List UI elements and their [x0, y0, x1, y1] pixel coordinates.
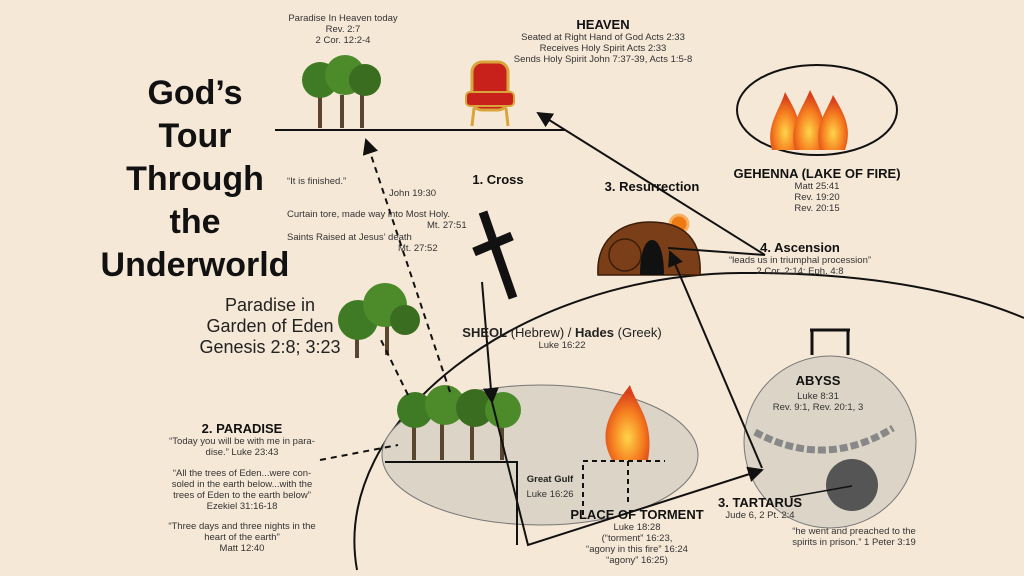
cross-descent-arrow	[481, 281, 499, 404]
pit-circle	[826, 459, 878, 511]
text-line: “agony in this fire” 16:24	[586, 543, 688, 555]
text-line: “agony” 16:25)	[606, 554, 668, 566]
cross-icon	[472, 210, 518, 300]
hades-word: Hades	[575, 325, 615, 340]
text-line: Paradise In Heaven today	[288, 13, 398, 24]
text-line: Luke 18:28	[613, 521, 661, 533]
text-line: Genesis 2:8; 3:23	[199, 337, 341, 357]
page-title: God’s Tour Through the Underworld	[101, 72, 290, 287]
title-line: Tour	[158, 117, 232, 155]
text-line: (“torment” 16:23,	[601, 532, 673, 544]
sheol-title: SHEOL (Hebrew) / Hades (Greek)	[462, 325, 662, 341]
tartarus-pointer	[789, 485, 853, 498]
descent-path	[491, 401, 764, 547]
ascension-text: 4. Ascension “leads us in triumphal proc…	[728, 240, 872, 278]
text-line: 2 Cor. 2:14; Eph. 4:8	[756, 265, 844, 277]
gehenna-ellipse	[736, 64, 898, 156]
text-line: “he went and preached to the	[792, 526, 916, 537]
resurrection-arrow	[668, 250, 763, 469]
paradise-dashed-line	[319, 444, 399, 461]
heaven-text: HEAVEN Seated at Right Hand of God Acts …	[513, 17, 693, 66]
text-line: Ezekiel 31:16-18	[206, 500, 278, 512]
text-line: Matt 12:40	[219, 543, 265, 555]
paradise-boundary	[385, 461, 518, 545]
ascension-title: 4. Ascension	[760, 240, 840, 255]
gulf-text: Great Gulf Luke 16:26	[526, 474, 574, 501]
sheol-sep: (Hebrew) /	[507, 325, 575, 340]
gehenna-fire-icon	[770, 90, 848, 150]
abyss-text: ABYSS Luke 8:31 Rev. 9:1, Rev. 20:1, 3	[772, 373, 864, 414]
text-line: Luke 8:31	[797, 390, 839, 402]
cross-title: 1. Cross	[472, 172, 524, 187]
title-line: God’s	[147, 74, 243, 112]
abyss-title: ABYSS	[795, 373, 841, 388]
eden-dashed-line	[379, 337, 409, 396]
heaven-title: HEAVEN	[576, 17, 630, 32]
text-line: “Three days and three nights in the	[168, 521, 316, 533]
text-line: Receives Holy Spirit Acts 2:33	[539, 42, 667, 54]
text-line: Sends Holy Spirit John 7:37-39, Acts 1:5…	[513, 53, 693, 65]
saints-note: Saints Raised at Jesus’ death	[287, 232, 412, 243]
gulf-dashed-box	[582, 460, 665, 515]
text-line: Garden of Eden	[206, 316, 334, 336]
text-line: Rev. 20:15	[794, 202, 840, 214]
eden-trees-icon	[338, 283, 420, 358]
text-line: Rev. 19:20	[794, 191, 840, 203]
curtain-ref: Mt. 27:51	[427, 220, 467, 231]
earth-arc	[353, 271, 1024, 571]
title-line: the	[169, 203, 221, 241]
torment-title: PLACE OF TORMENT	[570, 507, 704, 522]
torment-fire-icon	[605, 385, 650, 460]
gulf-title: Great Gulf	[526, 474, 574, 485]
throne-icon	[465, 60, 515, 127]
tomb-entrance	[640, 240, 664, 275]
text-line: heart of the earth”	[204, 532, 280, 544]
sheol-text: SHEOL (Hebrew) / Hades (Greek) Luke 16:2…	[462, 325, 662, 352]
text-line: dise.” Luke 23:43	[205, 446, 279, 458]
title-line: Through	[126, 160, 264, 198]
sheol-ref: Luke 16:22	[538, 339, 586, 351]
text-line: Rev. 2:7	[325, 23, 361, 35]
text-line: “Today you will be with me in para-	[169, 435, 315, 447]
gehenna-text: GEHENNA (LAKE OF FIRE) Matt 25:41 Rev. 1…	[733, 166, 901, 215]
torment-text: PLACE OF TORMENT Luke 18:28 (“torment” 1…	[570, 507, 704, 567]
text-line: “All the trees of Eden...were con-	[172, 467, 312, 479]
paradise-title: 2. PARADISE	[201, 421, 283, 436]
heaven-trees-icon	[302, 55, 381, 128]
finished-ref: John 19:30	[389, 188, 437, 199]
text-line: spirits in prison.” 1 Peter 3:19	[792, 536, 916, 548]
text-line: Seated at Right Hand of God Acts 2:33	[521, 31, 685, 43]
gulf-ref: Luke 16:26	[526, 488, 574, 500]
text-line: Matt 25:41	[794, 180, 840, 192]
text-line: trees of Eden to the earth below”	[173, 489, 311, 501]
paradise-heaven-text: Paradise In Heaven today Rev. 2:7 2 Cor.…	[288, 13, 398, 47]
paradise-text: 2. PARADISE “Today you will be with me i…	[168, 421, 316, 555]
abyss-posts	[810, 328, 850, 355]
saints-dashed-arrow	[362, 138, 451, 393]
resurrection-title: 3. Resurrection	[604, 179, 700, 194]
eden-text: Paradise in Garden of Eden Genesis 2:8; …	[199, 295, 340, 358]
chain-icon	[753, 425, 895, 454]
title-line: Underworld	[100, 246, 290, 284]
text-line: “leads us in triumphal procession”	[728, 254, 872, 266]
tartarus-quote: “he went and preached to the spirits in …	[792, 526, 916, 549]
tartarus-ref: Jude 6, 2 Pt. 2:4	[725, 509, 795, 521]
text-line: soled in the earth below...with the	[171, 478, 313, 490]
tartarus-title: 3. TARTARUS	[717, 495, 803, 510]
text-line: Rev. 9:1, Rev. 20:1, 3	[772, 401, 864, 413]
text-line: 2 Cor. 12:2-4	[315, 34, 371, 46]
sheol-word: SHEOL	[462, 325, 508, 340]
ascension-arrow	[536, 111, 766, 256]
saints-ref: Mt. 27:52	[398, 243, 438, 254]
curtain-note: Curtain tore, made way into Most Holy.	[287, 209, 450, 220]
finished-quote: “It is finished.”	[287, 176, 347, 187]
tartarus-text: 3. TARTARUS Jude 6, 2 Pt. 2:4	[717, 495, 803, 522]
tomb-to-ascension	[667, 247, 766, 256]
gehenna-title: GEHENNA (LAKE OF FIRE)	[733, 166, 901, 181]
text-line: Paradise in	[224, 295, 316, 315]
tomb-stone	[608, 238, 642, 272]
greek-label: (Greek)	[614, 325, 662, 340]
